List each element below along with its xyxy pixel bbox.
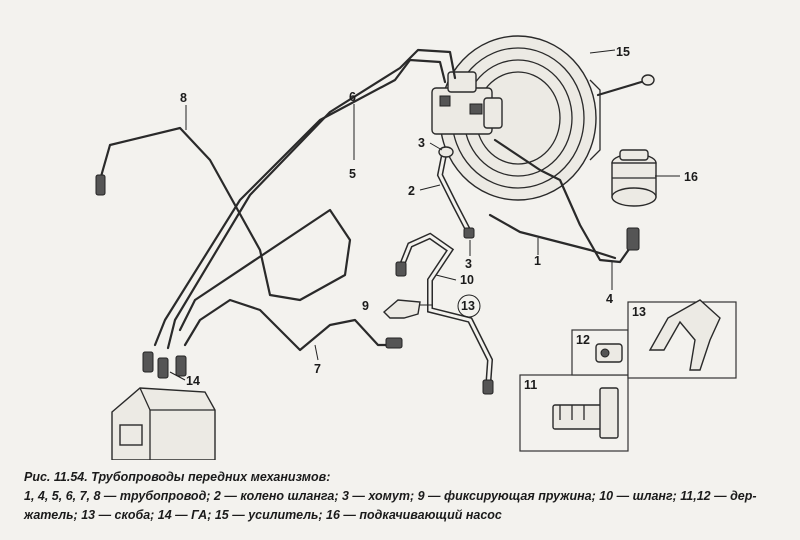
label-16: 16 [684,170,698,184]
label-13: 13 [632,305,646,319]
label-13-circled: 13 [461,299,475,313]
boost-pump [611,149,657,207]
bracket-13-part [648,299,721,371]
pipe-7 [183,298,394,352]
brake-lines-diagram: 15 16 8 6 5 3 2 3 1 4 10 9 13 7 14 13 12… [95,35,737,460]
retaining-spring [382,299,421,319]
pipe-4 [488,213,617,260]
label-15: 15 [616,45,630,59]
master-cylinder [431,71,503,135]
label-9: 9 [362,299,369,313]
pipe-1-fitting [626,227,640,251]
label-10: 10 [460,273,474,287]
brake-booster [439,35,655,201]
holder-11-part [552,387,619,439]
label-3-bottom: 3 [465,257,472,271]
label-1: 1 [534,254,541,268]
clamp [438,146,454,158]
label-11: 11 [524,378,537,392]
label-4: 4 [606,292,613,306]
caption-legend-line-2: жатель; 13 — скоба; 14 — ГА; 15 — усилит… [24,508,502,522]
label-8: 8 [180,91,187,105]
pipe-8-fitting [95,174,106,196]
pipe-1 [493,138,634,264]
pipe-6 [153,58,447,347]
figure-caption: Рис. 11.54. Трубопроводы передних механи… [24,468,784,525]
label-5: 5 [349,167,356,181]
pipe-8 [98,126,352,332]
caption-title: Рис. 11.54. Трубопроводы передних механи… [24,470,331,484]
holder-12-part [595,343,623,363]
label-7: 7 [314,362,321,376]
label-12: 12 [576,333,590,347]
abs-hydraulic-unit [111,351,216,460]
caption-legend-line-1: 1, 4, 5, 6, 7, 8 — трубопровод; 2 — коле… [24,489,757,503]
pipe-5 [166,48,457,350]
label-6: 6 [349,90,356,104]
label-2: 2 [408,184,415,198]
label-14: 14 [186,374,200,388]
label-3-top: 3 [418,136,425,150]
pipe-7-fitting [385,337,403,349]
